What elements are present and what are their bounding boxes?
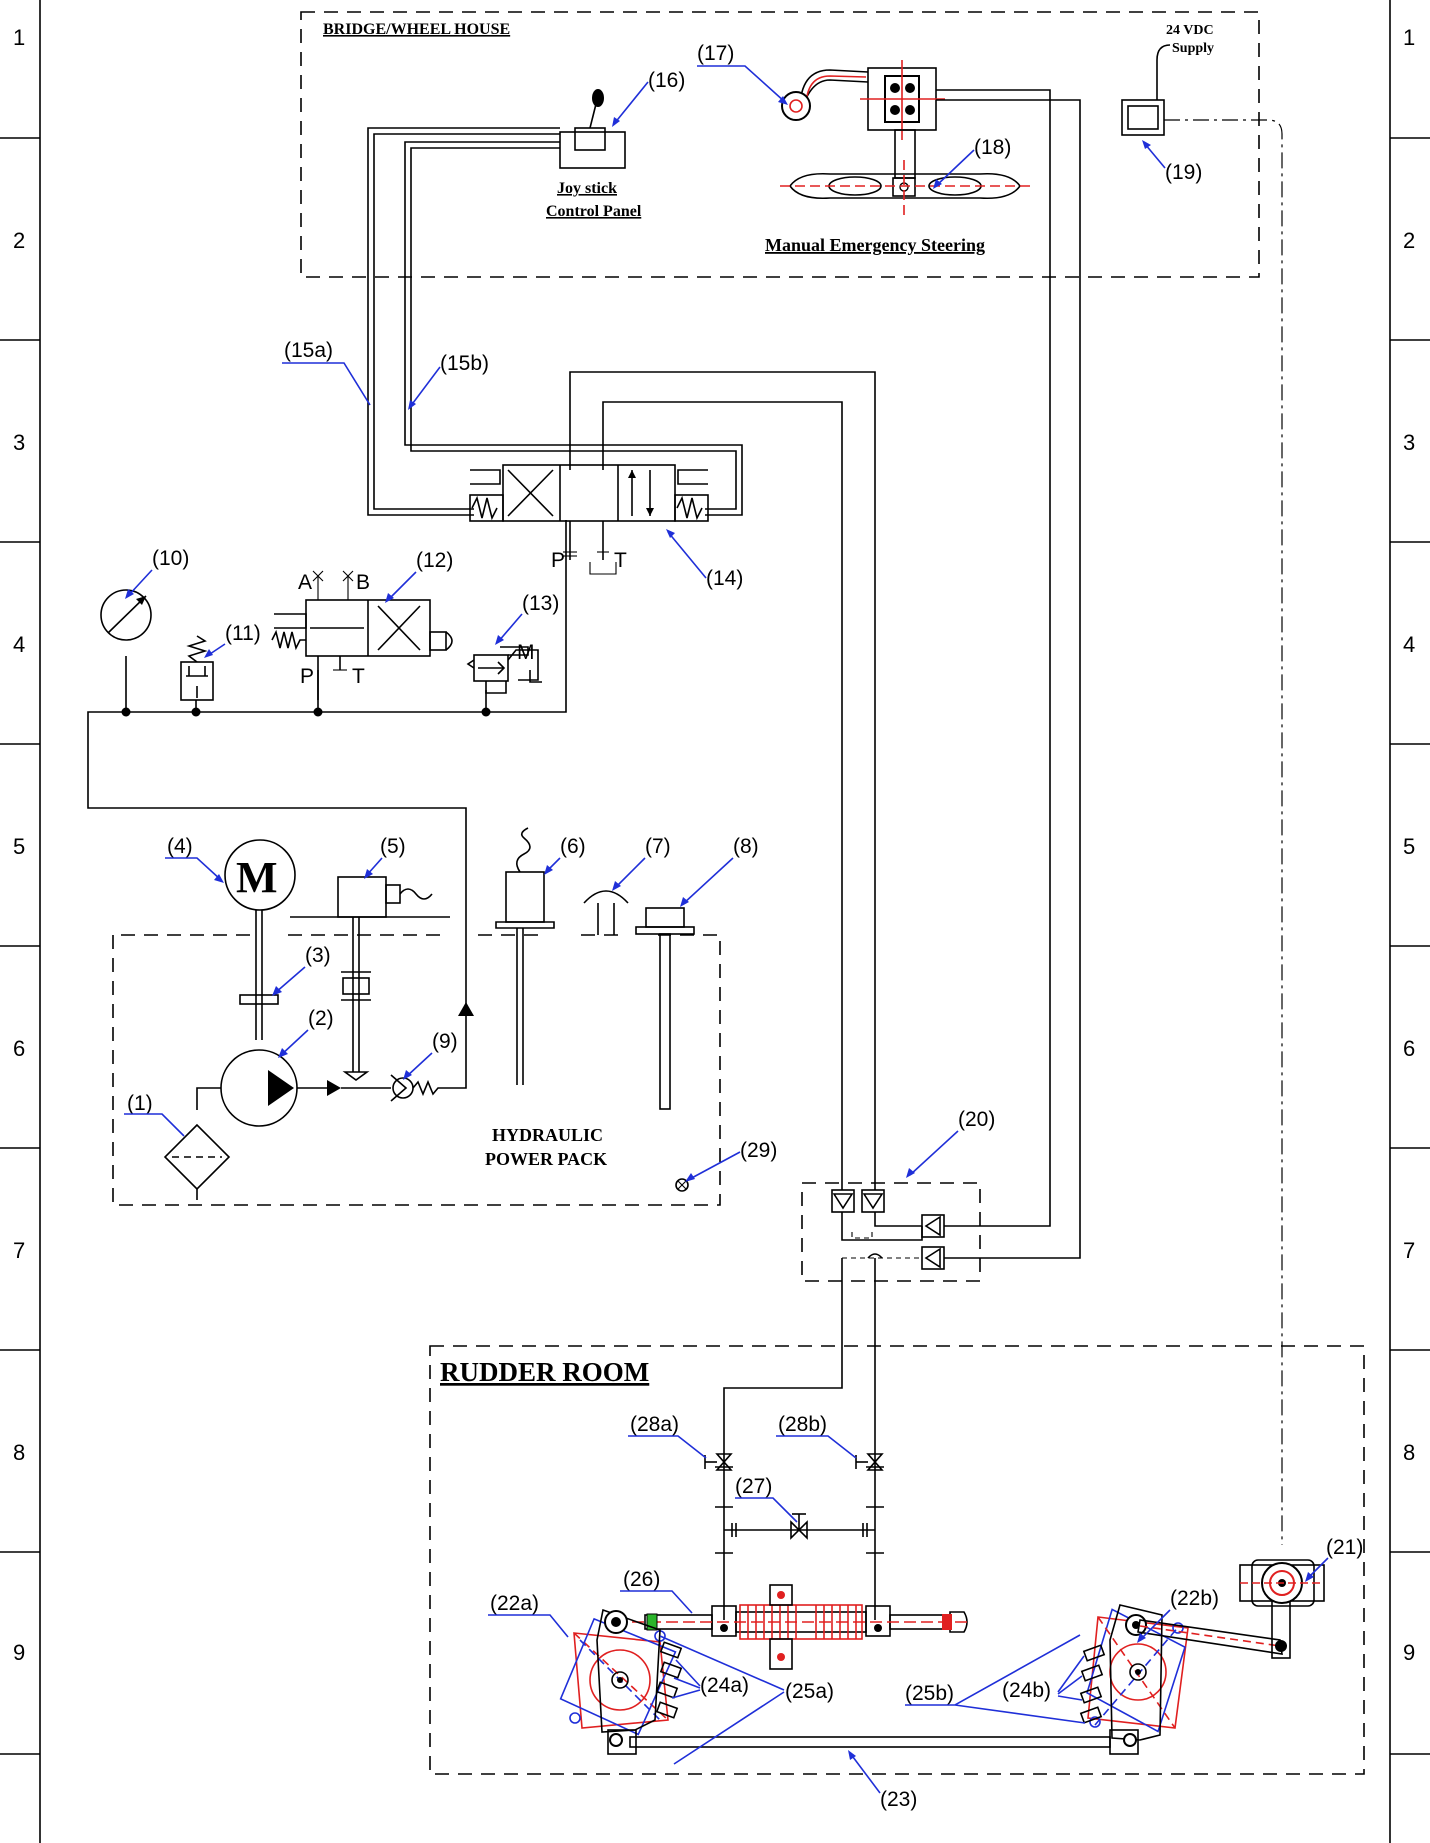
row-number: 3 xyxy=(13,430,25,455)
callout-2: (2) xyxy=(308,1007,334,1030)
row-number: 3 xyxy=(1403,430,1415,455)
callout-22b: (22b) xyxy=(1170,1587,1219,1610)
row-number: 8 xyxy=(1403,1440,1415,1465)
callout-28a: (28a) xyxy=(630,1413,679,1436)
row-number: 2 xyxy=(1403,228,1415,253)
callout-25a: (25a) xyxy=(785,1680,834,1703)
port-b-label: B xyxy=(356,571,370,594)
row-number: 5 xyxy=(13,834,25,859)
callout-15a: (15a) xyxy=(284,339,333,362)
callout-18: (18) xyxy=(974,136,1011,159)
solenoid-valve-12: A B P T xyxy=(271,570,453,700)
joystick-label-2: Control Panel xyxy=(546,203,642,220)
supply-label-1: 24 VDC xyxy=(1166,23,1214,38)
row-number: 4 xyxy=(13,632,25,657)
callout-6: (6) xyxy=(560,835,586,858)
callout-4: (4) xyxy=(167,835,193,858)
callout-12: (12) xyxy=(416,549,453,572)
tie-rod xyxy=(607,1729,1139,1755)
manual-emergency-steering: Manual Emergency Steering xyxy=(765,60,1030,255)
supply-unit: 24 VDC Supply xyxy=(1121,23,1214,136)
directional-control-valve: P T xyxy=(469,464,709,575)
rudder-room-title: RUDDER ROOM xyxy=(440,1357,649,1387)
callout-15b: (15b) xyxy=(440,352,489,375)
callout-24a: (24a) xyxy=(700,1674,749,1697)
row-number: 1 xyxy=(1403,25,1415,50)
row-number: 7 xyxy=(1403,1238,1415,1263)
manual-steering-label: Manual Emergency Steering xyxy=(765,235,985,255)
joystick-control-panel: Joy stick Control Panel xyxy=(546,89,642,220)
callout-26: (26) xyxy=(623,1568,660,1591)
callout-25b: (25b) xyxy=(905,1682,954,1705)
port-p-label: P xyxy=(551,549,565,572)
callout-10: (10) xyxy=(152,547,189,570)
pressure-gauge xyxy=(100,589,152,641)
port-p-label-12: P xyxy=(300,665,314,688)
callout-22a: (22a) xyxy=(490,1592,539,1615)
row-number: 2 xyxy=(13,228,25,253)
callout-7: (7) xyxy=(645,835,671,858)
power-pack-label-1: HYDRAULIC xyxy=(492,1125,603,1145)
bridge-area: BRIDGE/WHEEL HOUSE xyxy=(300,11,1260,278)
supply-label-2: Supply xyxy=(1172,41,1214,56)
motor-symbol: M xyxy=(236,853,278,902)
callout-9: (9) xyxy=(432,1030,458,1053)
row-number: 5 xyxy=(1403,834,1415,859)
callout-1: (1) xyxy=(127,1092,153,1115)
row-number: 6 xyxy=(1403,1036,1415,1061)
row-number: 1 xyxy=(13,25,25,50)
callout-20: (20) xyxy=(958,1108,995,1131)
callout-17: (17) xyxy=(697,42,734,65)
callout-28b: (28b) xyxy=(778,1413,827,1436)
callout-13: (13) xyxy=(522,592,559,615)
callout-24b: (24b) xyxy=(1002,1679,1051,1702)
row-number: 6 xyxy=(13,1036,25,1061)
bridge-title: BRIDGE/WHEEL HOUSE xyxy=(323,21,510,38)
port-m-label: M xyxy=(517,641,535,664)
callout-27: (27) xyxy=(735,1475,772,1498)
row-number: 7 xyxy=(13,1238,25,1263)
callout-5: (5) xyxy=(380,835,406,858)
row-number: 9 xyxy=(13,1640,25,1665)
row-number: 9 xyxy=(1403,1640,1415,1665)
callouts: (1) (2) (3) (4) (5) (6) (7) (8) (9) xyxy=(124,42,1363,1811)
callout-23: (23) xyxy=(880,1788,917,1811)
pipe-network xyxy=(87,89,1283,1545)
callout-14: (14) xyxy=(706,567,743,590)
steering-cylinder xyxy=(615,1584,970,1670)
rudder-feedback-unit xyxy=(1239,1559,1325,1607)
callout-29: (29) xyxy=(740,1139,777,1162)
callout-3: (3) xyxy=(305,944,331,967)
callout-11: (11) xyxy=(225,622,261,645)
relief-valve xyxy=(180,635,214,701)
rudder-room: RUDDER ROOM xyxy=(429,1298,1365,1775)
pressure-switch-13: M xyxy=(466,641,542,694)
joystick-label-1: Joy stick xyxy=(557,180,617,197)
valve-block-20 xyxy=(801,1182,985,1343)
port-t-label-12: T xyxy=(352,665,365,688)
power-pack-label-2: POWER PACK xyxy=(485,1149,607,1169)
port-t-label: T xyxy=(614,549,627,572)
row-number: 8 xyxy=(13,1440,25,1465)
callout-19: (19) xyxy=(1165,161,1202,184)
callout-21: (21) xyxy=(1326,1536,1363,1559)
callout-8: (8) xyxy=(733,835,759,858)
port-a-label: A xyxy=(298,571,312,594)
row-number: 4 xyxy=(1403,632,1415,657)
hydraulic-power-pack: HYDRAULIC POWER PACK M xyxy=(112,827,721,1206)
rudder-assembly-right xyxy=(1079,1599,1291,1741)
callout-16: (16) xyxy=(648,69,685,92)
